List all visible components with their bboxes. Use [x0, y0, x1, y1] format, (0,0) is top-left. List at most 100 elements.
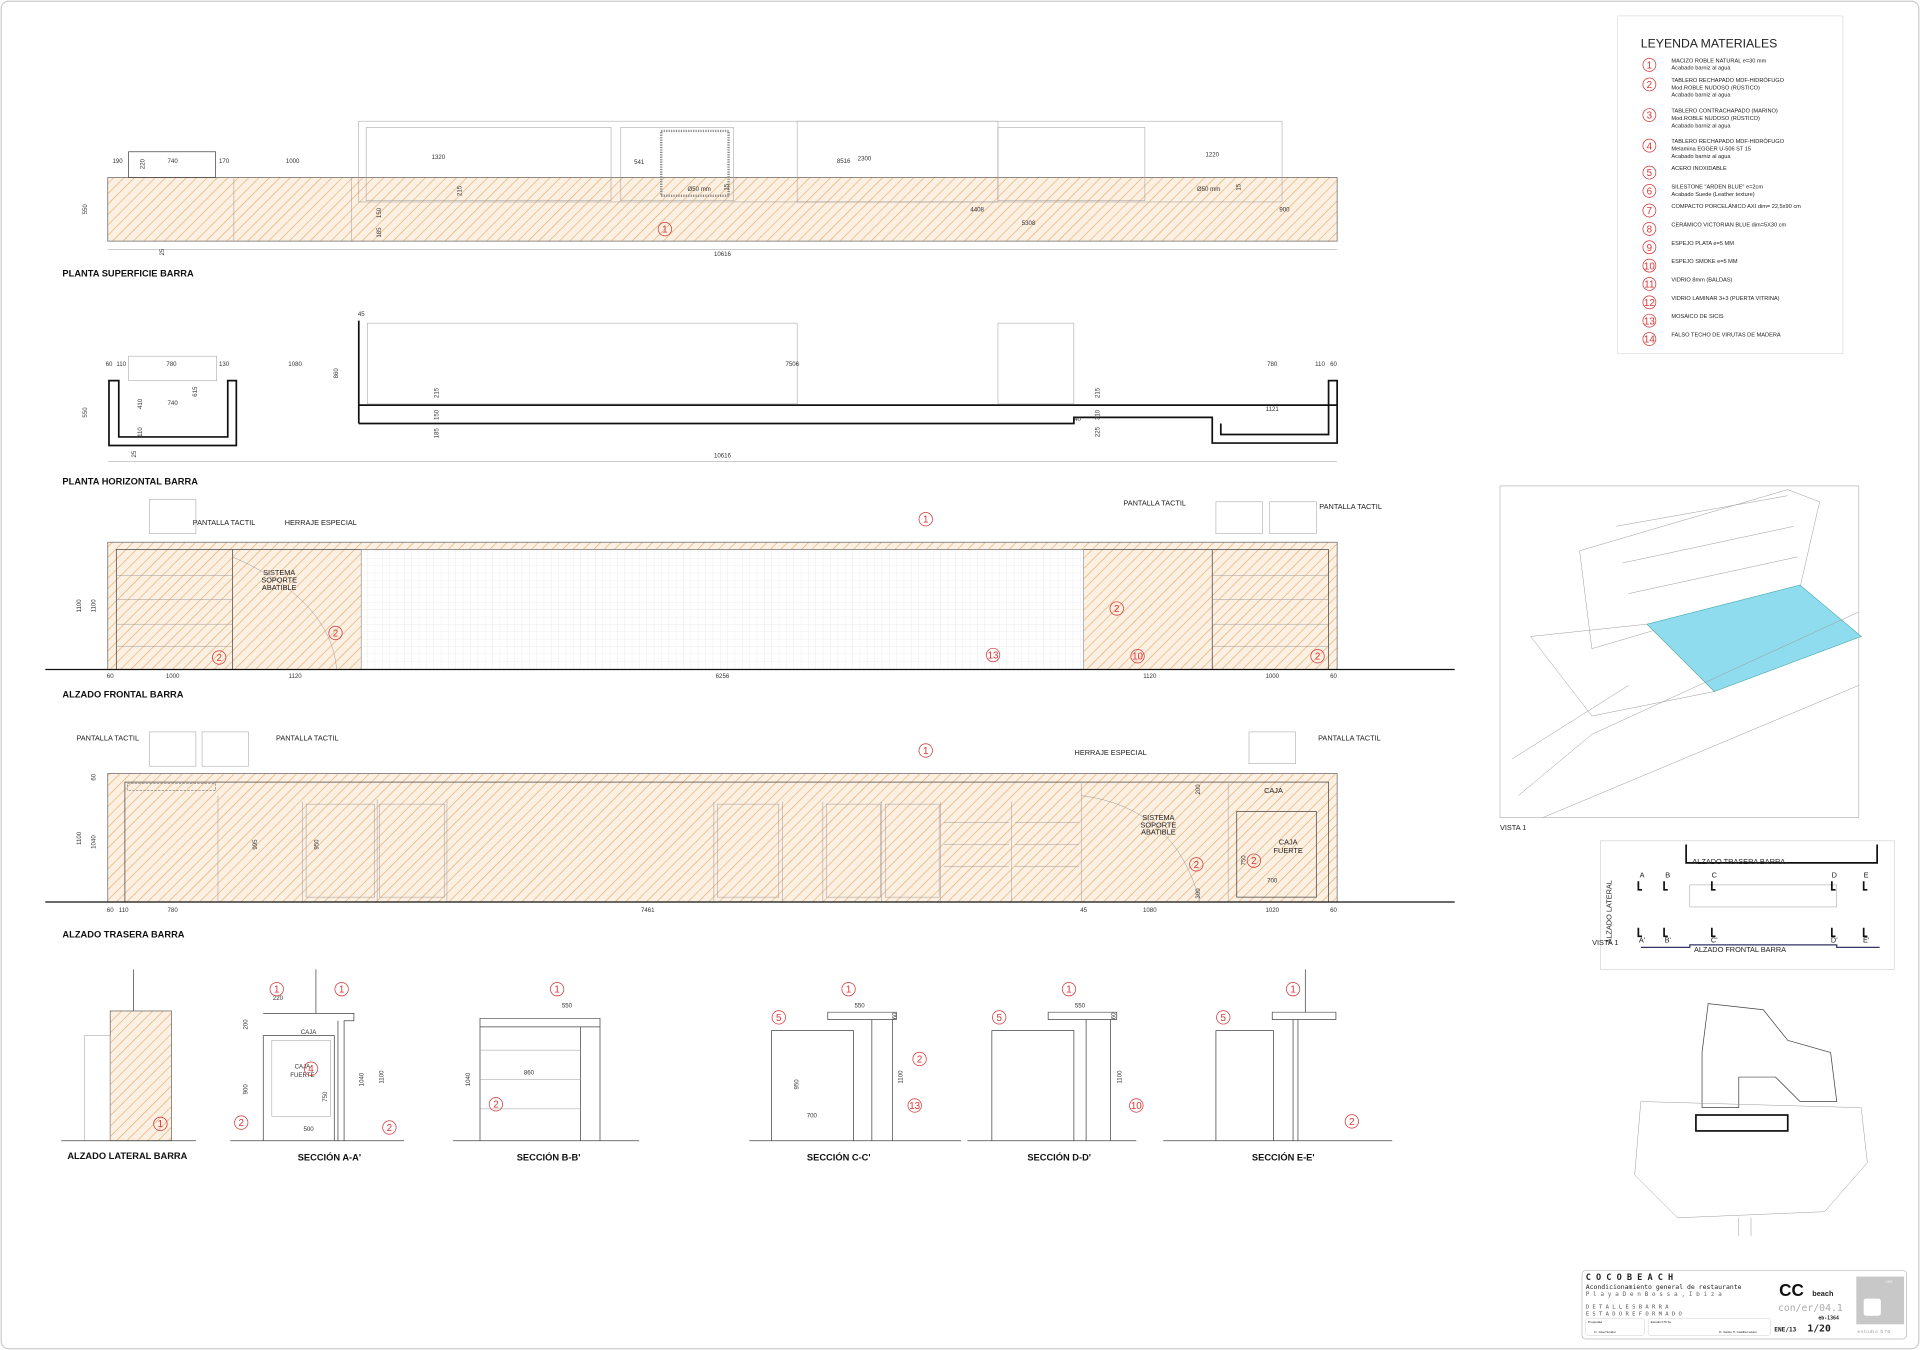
annotation-label: SOPORTE — [261, 576, 297, 585]
annotation-label: PANTALLA TACTIL — [276, 733, 339, 742]
material-marker: 5 — [776, 1013, 782, 1024]
material-marker: 2 — [333, 628, 338, 639]
dimension-label: 60 — [1330, 907, 1337, 914]
dimension-label: 10616 — [714, 251, 732, 258]
dimension-label: 225 — [1095, 426, 1102, 437]
dimension-label: 740 — [168, 400, 179, 407]
architect-name: D. Carlos H. Castilla Lázaro — [1719, 1330, 1757, 1334]
dimension-label: 60 — [91, 773, 98, 780]
dimension-label: 170 — [219, 158, 230, 165]
material-marker: 1 — [339, 985, 344, 996]
material-marker-circle — [234, 1115, 249, 1130]
legend-marker-circle — [1642, 295, 1657, 310]
legend-item-number: 7 — [1647, 206, 1652, 217]
seccion-a-title: SECCIÓN A-A' — [298, 1151, 361, 1162]
dimension-label: 700 — [807, 1112, 818, 1119]
material-marker-circle — [1061, 982, 1077, 997]
owner-name: D. Josef Smider — [1594, 1330, 1616, 1334]
legend-marker-circle — [1642, 277, 1657, 291]
material-marker: 2 — [493, 1100, 498, 1111]
dimension-label: 60 — [106, 361, 113, 368]
studio-logo-year: 1364 — [1886, 1280, 1893, 1284]
material-marker: 2 — [1114, 604, 1119, 615]
project-description: Acondicionamiento general de restaurante — [1586, 1283, 1742, 1291]
annotation-label: PANTALLA TACTIL — [1319, 502, 1382, 511]
dimension-label: 1040 — [465, 1072, 472, 1086]
legend-item-number: 6 — [1647, 187, 1653, 198]
dimension-label: 60 — [1330, 673, 1337, 680]
legend-item-number: 1 — [1647, 61, 1652, 72]
dimension-label: 900 — [242, 1084, 249, 1095]
material-marker-circle — [918, 743, 933, 758]
dimension-label: 1100 — [1117, 1070, 1124, 1084]
key-plan — [1600, 840, 1895, 970]
material-marker-circle — [1285, 982, 1301, 997]
dimension-label: 110 — [1315, 361, 1325, 368]
dimension-label: 1000 — [1265, 673, 1279, 680]
sheet-title-2: E S T A D O R E F O R M A D O — [1586, 1312, 1682, 1318]
dimension-label: 860 — [333, 368, 340, 379]
material-marker: 2 — [1194, 860, 1199, 871]
material-marker-circle — [1129, 1098, 1144, 1113]
key-plan-label: ALZADO LATERAL — [1604, 880, 1613, 943]
dimension-label: 1120 — [1143, 673, 1157, 680]
legend-item-number: 3 — [1647, 111, 1653, 122]
legend-item-text: ACERO INOXIDABLE — [1671, 166, 1727, 172]
annotation-label: PANTALLA TACTIL — [193, 518, 256, 527]
dimension-label: 1320 — [432, 154, 446, 161]
dimension-label: 60 — [1330, 361, 1337, 368]
legend-item-number: 4 — [1647, 141, 1653, 152]
legend-item-text: FALSO TECHO DE VIRUTAS DE MADERA — [1671, 333, 1780, 339]
material-marker: 13 — [909, 1101, 920, 1112]
legend-item-text: Acabado barniz al agua — [1671, 154, 1731, 160]
key-plan-label: C' — [1711, 935, 1718, 944]
sheet-number: 1/20 — [1807, 1324, 1831, 1335]
legend-item-text: ESPEJO SMOKE e=5 MM — [1671, 259, 1737, 265]
legend-item-text: Mod.ROBLE NUDOSO (RÚSTICO) — [1671, 115, 1760, 122]
dimension-label: 780 — [166, 361, 177, 368]
dimension-label: 25 — [131, 450, 138, 457]
dimension-label: 40 — [1074, 416, 1081, 423]
dimension-label: 615 — [192, 386, 199, 397]
project-name: C O C O B E A C H — [1586, 1273, 1674, 1283]
legend-marker-circle — [1642, 240, 1657, 255]
key-plan-label: ALZADO TRASERA BARRA — [1692, 857, 1785, 866]
dimension-label: 740 — [168, 158, 179, 165]
annotation-label: ABATIBLE — [262, 583, 297, 592]
dimension-label: 550 — [562, 1002, 573, 1009]
dimension-label: 860 — [524, 1070, 535, 1077]
planta-superficie-drawing — [107, 120, 1338, 250]
dimension-label: 190 — [112, 158, 123, 165]
dimension-label: 215 — [1095, 387, 1102, 398]
dimension-label: 1120 — [289, 673, 303, 680]
project-location: P l a y a D e n B o s s a , I b i z a — [1586, 1291, 1722, 1298]
dimension-label: CAJA — [295, 1063, 312, 1070]
key-plan-label: A' — [1639, 935, 1646, 944]
material-marker: 5 — [996, 1013, 1002, 1024]
dimension-label: 150 — [376, 207, 383, 218]
dimension-label: 15 — [1235, 183, 1242, 190]
dimension-label: 1080 — [288, 361, 302, 368]
dimension-label: 5308 — [1022, 220, 1036, 227]
legend-item-number: 9 — [1647, 243, 1652, 254]
legend-item-number: 8 — [1647, 225, 1653, 236]
legend-item-text: TABLERO RECHAPADO MDF-HIDRÓFUGO — [1671, 77, 1784, 84]
material-marker-circle — [1130, 649, 1145, 664]
dimension-label: Ø50 mm — [1197, 186, 1220, 193]
dimension-label: 1000 — [166, 673, 180, 680]
logo-beach: beach — [1812, 1289, 1834, 1298]
annotation-label: HERRAJE ESPECIAL — [1075, 748, 1147, 757]
dimension-label: 200 — [1195, 784, 1202, 795]
material-marker: 10 — [1131, 1101, 1142, 1112]
dimension-label: 25 — [159, 248, 166, 255]
key-plan-label: D' — [1831, 935, 1838, 944]
legend-item-text: TABLERO CONTRACHAPADO (MARINO) — [1671, 109, 1778, 115]
key-plan-label: ALZADO FRONTAL BARRA — [1694, 945, 1786, 954]
dimension-label: 110 — [137, 427, 144, 437]
legend-marker-circle — [1642, 313, 1657, 328]
material-marker-circle — [907, 1098, 922, 1113]
legend-marker-circle — [1642, 165, 1657, 180]
dimension-label: 150 — [433, 409, 440, 420]
legend-item-text: Acabado barniz al agua — [1671, 66, 1731, 72]
